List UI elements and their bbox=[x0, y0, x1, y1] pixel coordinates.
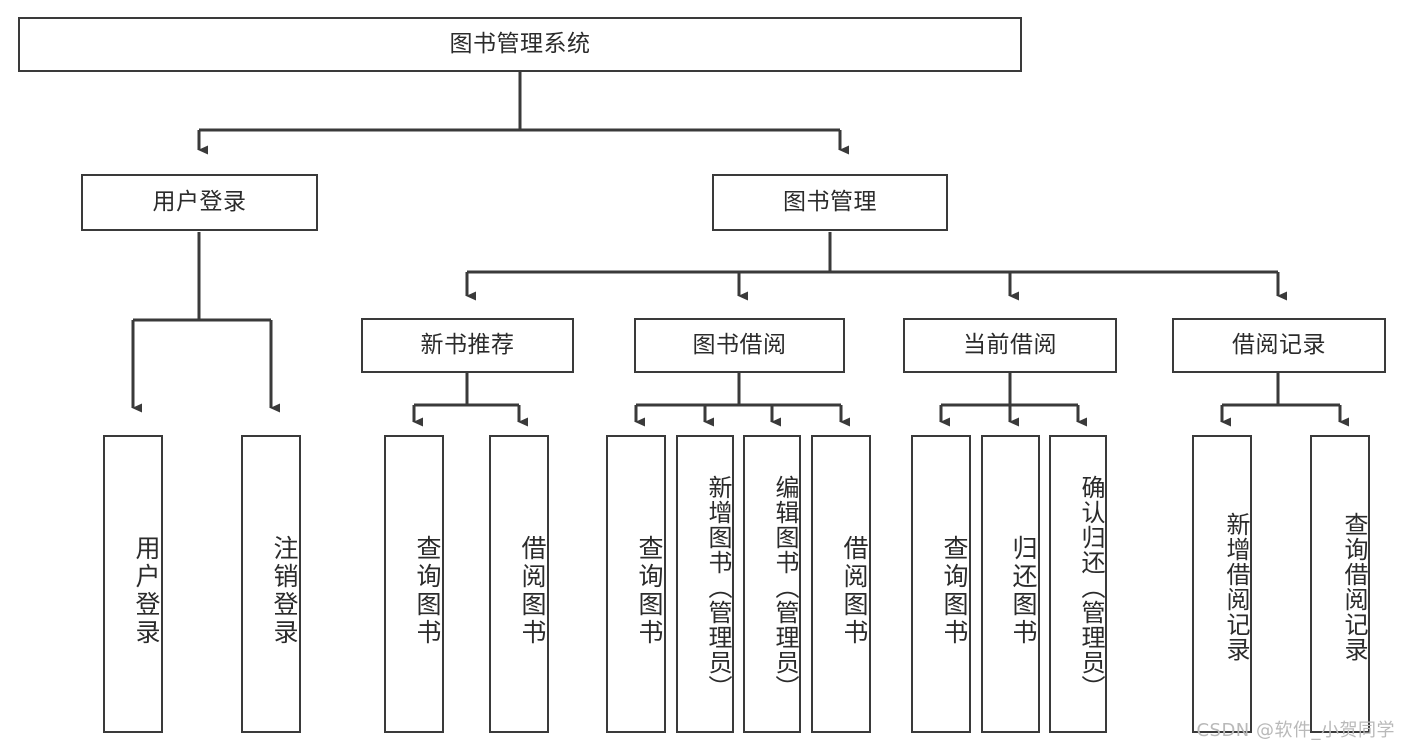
node-label: 用户登录 bbox=[152, 189, 247, 216]
node-label: 归还图书 bbox=[1009, 535, 1038, 647]
node-leaf-query-book-1[interactable]: 查询图书 bbox=[384, 435, 444, 733]
node-label: 编辑图书（管理员） bbox=[771, 474, 799, 700]
node-leaf-user-login[interactable]: 用户登录 bbox=[103, 435, 163, 733]
node-label: 查询图书 bbox=[635, 535, 664, 647]
node-root-system[interactable]: 图书管理系统 bbox=[18, 17, 1022, 72]
node-label: 查询借阅记录 bbox=[1340, 512, 1368, 662]
node-label: 借阅图书 bbox=[518, 535, 547, 647]
watermark-text: CSDN @软件_小贺同学 bbox=[1196, 720, 1395, 741]
node-label: 查询图书 bbox=[413, 535, 442, 647]
node-leaf-query-book-2[interactable]: 查询图书 bbox=[606, 435, 666, 733]
node-user-login[interactable]: 用户登录 bbox=[81, 174, 318, 231]
node-leaf-edit-book[interactable]: 编辑图书（管理员） bbox=[743, 435, 801, 733]
node-label: 图书管理系统 bbox=[449, 31, 591, 58]
node-borrow-record[interactable]: 借阅记录 bbox=[1172, 318, 1386, 373]
node-leaf-query-book-3[interactable]: 查询图书 bbox=[911, 435, 971, 733]
node-leaf-confirm-return[interactable]: 确认归还（管理员） bbox=[1049, 435, 1107, 733]
node-current-borrow[interactable]: 当前借阅 bbox=[903, 318, 1117, 373]
node-label: 用户登录 bbox=[132, 535, 161, 647]
node-book-manage[interactable]: 图书管理 bbox=[712, 174, 948, 231]
node-book-borrow[interactable]: 图书借阅 bbox=[634, 318, 845, 373]
node-leaf-add-record[interactable]: 新增借阅记录 bbox=[1192, 435, 1252, 733]
node-label: 新增图书（管理员） bbox=[704, 474, 732, 700]
node-leaf-add-book[interactable]: 新增图书（管理员） bbox=[676, 435, 734, 733]
node-label: 图书管理 bbox=[783, 189, 877, 216]
node-label: 注销登录 bbox=[270, 535, 299, 647]
node-label: 查询图书 bbox=[940, 535, 969, 647]
node-label: 新增借阅记录 bbox=[1222, 512, 1250, 662]
node-label: 借阅图书 bbox=[840, 535, 869, 647]
node-label: 确认归还（管理员） bbox=[1077, 474, 1105, 700]
node-label: 新书推荐 bbox=[420, 332, 515, 359]
node-label: 借阅记录 bbox=[1232, 332, 1326, 359]
node-leaf-logout[interactable]: 注销登录 bbox=[241, 435, 301, 733]
node-leaf-query-record[interactable]: 查询借阅记录 bbox=[1310, 435, 1370, 733]
node-new-book-rec[interactable]: 新书推荐 bbox=[361, 318, 574, 373]
node-leaf-borrow-book-2[interactable]: 借阅图书 bbox=[811, 435, 871, 733]
node-leaf-return-book[interactable]: 归还图书 bbox=[981, 435, 1040, 733]
node-label: 图书借阅 bbox=[692, 332, 787, 359]
node-leaf-borrow-book-1[interactable]: 借阅图书 bbox=[489, 435, 549, 733]
node-label: 当前借阅 bbox=[963, 332, 1057, 359]
